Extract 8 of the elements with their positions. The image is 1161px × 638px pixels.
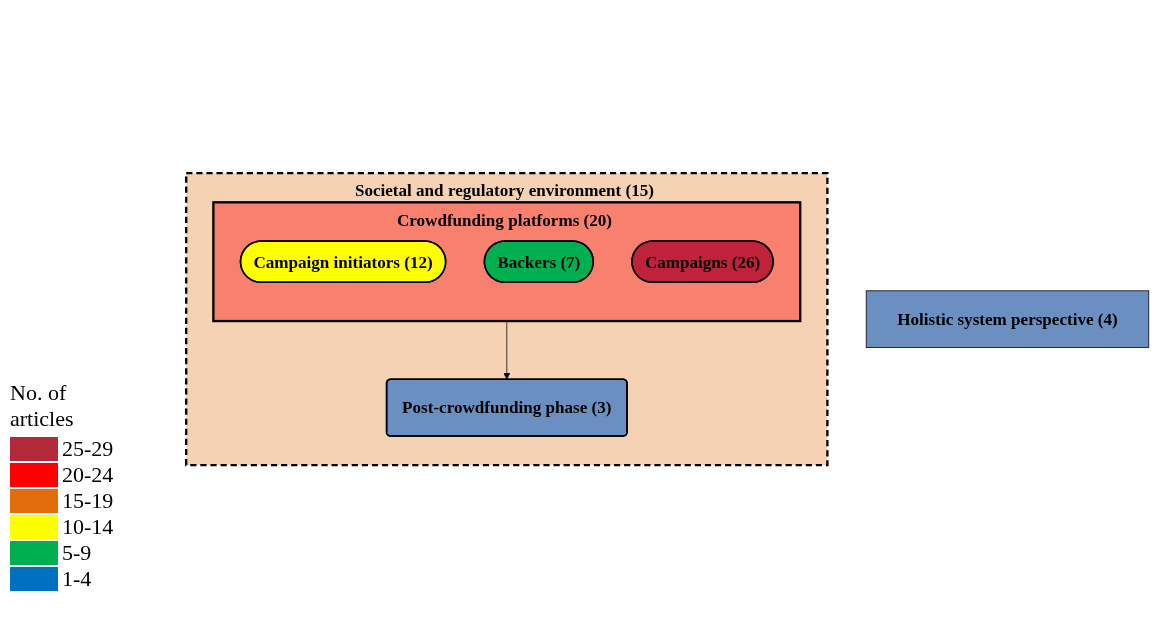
legend-label: 15-19 — [62, 488, 114, 514]
node-box: Holistic system perspective (4) — [865, 290, 1150, 348]
legend-label: 20-24 — [62, 462, 114, 488]
legend-title: No. of articles — [10, 380, 75, 432]
legend-label: 5-9 — [62, 540, 92, 566]
legend-label: 10-14 — [62, 514, 114, 540]
legend-label: 25-29 — [62, 436, 114, 462]
legend-label: 1-4 — [62, 566, 92, 592]
